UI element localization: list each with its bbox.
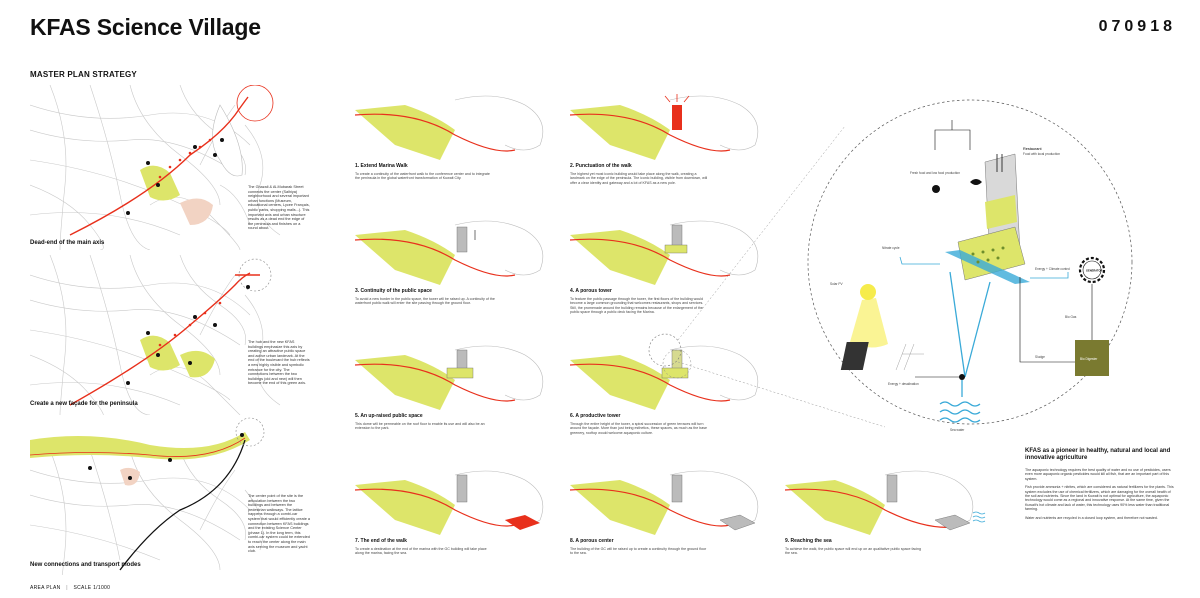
generator-icon: [1078, 256, 1106, 284]
diagram-3-text: To avoid a new border in the public spac…: [355, 297, 495, 306]
diagram-5-graphic: [354, 345, 544, 410]
diagram-3: 3. Continuity of the public space To avo…: [354, 215, 565, 335]
project-code: 070918: [1098, 18, 1176, 35]
junction-node: [959, 374, 965, 380]
diagram-2-graphic: [569, 94, 759, 160]
plan-3-caption: New connections and transport modes: [30, 562, 141, 568]
sea-water-label: Sea water: [950, 428, 965, 432]
restaurant-sub-label: Food with local production: [1023, 152, 1060, 156]
diagram-1-title: 1. Extend Marina Walk: [355, 163, 408, 169]
agriculture-block: KFAS as a pioneer in healthy, natural an…: [1025, 448, 1180, 520]
diagram-2: 2. Punctuation of the walk The highest y…: [569, 90, 780, 210]
diagram-6-title: 6. A productive tower: [570, 413, 621, 419]
footer-left: AREA PLAN: [30, 585, 61, 591]
plan-1-map: [29, 84, 281, 251]
sludge-label: Sludge: [1035, 355, 1045, 359]
plan-3: The center point of the site is the arti…: [29, 410, 330, 584]
diagram-4-graphic: [569, 220, 759, 285]
fresh-food-label: Fresh food and low food production: [910, 171, 960, 175]
diagram-3-title: 3. Continuity of the public space: [355, 288, 432, 294]
diagram-1: 1. Extend Marina Walk To create a contin…: [354, 90, 565, 210]
page-title: KFAS Science Village: [30, 14, 261, 40]
diagram-7-graphic: [354, 470, 544, 535]
diagram-8: 8. A porous center The building of the G…: [569, 465, 780, 570]
restaurant-label: Restaurant: [1023, 147, 1043, 151]
section-label: MASTER PLAN STRATEGY: [30, 70, 137, 79]
agriculture-p2: Fish provide ammonia + nitrites, which a…: [1025, 485, 1174, 512]
solar-label: Solar PV: [830, 282, 843, 286]
plan-2-caption: Create a new façade for the peninsula: [30, 401, 138, 407]
diagram-9: 9. Reaching the sea To achieve the walk,…: [784, 465, 995, 570]
aquaponic-cycle-diagram: Restaurant Food with local production Fr…: [648, 99, 1133, 432]
vegetable-icon: [932, 185, 940, 193]
diagram-5: 5. An up-raised public space This dome w…: [354, 340, 565, 460]
energy-climate-label: Energy + Climate control: [1035, 267, 1070, 271]
diagram-4: 4. A porous tower To feature the public …: [569, 215, 780, 335]
diagram-7-text: To create a destination at the end of th…: [355, 547, 487, 556]
plan-1-note: The Ghazali & Al-Mubarak Street connects…: [248, 185, 310, 231]
footer-right: SCALE 1/1000: [73, 585, 111, 591]
footer: AREA PLAN | SCALE 1/1000: [30, 585, 111, 591]
diagram-grid: 1. Extend Marina Walk To create a contin…: [354, 90, 815, 570]
bio-digester-box: [1075, 340, 1109, 376]
plan-1: The Ghazali & Al-Mubarak Street connects…: [29, 84, 330, 251]
generator-label: GENERATOR: [1086, 269, 1102, 273]
plan-3-map: [29, 417, 265, 584]
diagram-4-text: To feature the public passage through th…: [570, 297, 704, 314]
plan-2-note: The hub and the new KFAS buildings empha…: [248, 340, 310, 386]
diagram-3-graphic: [354, 220, 544, 285]
plan-3-note: The center point of the site is the arti…: [248, 494, 310, 554]
diagram-9-graphic: [784, 470, 986, 535]
energy-desal-label: Energy + desalination: [888, 382, 919, 386]
diagram-7-title: 7. The end of the walk: [355, 538, 407, 544]
diagram-9-title: 9. Reaching the sea: [785, 538, 832, 544]
diagram-8-text: The building of the GC will be raised up…: [570, 547, 707, 556]
diagram-4-title: 4. A porous tower: [570, 288, 612, 294]
agriculture-p1: The aquaponic technology requires the be…: [1025, 468, 1171, 481]
diagram-1-text: To create a continuity of the waterfront…: [355, 172, 490, 181]
solar-panel-icon: [840, 342, 869, 370]
diagram-8-graphic: [569, 470, 759, 535]
plan-2-map: [29, 254, 281, 417]
diagram-8-title: 8. A porous center: [570, 538, 614, 544]
diagram-9-text: To achieve the walk, the public space wi…: [785, 547, 922, 556]
diagram-2-title: 2. Punctuation of the walk: [570, 163, 632, 169]
zoom-source-circle: [648, 333, 682, 367]
diagram-2-text: The highest yet most iconic building wou…: [570, 172, 708, 185]
plan-2: The hub and the new KFAS buildings empha…: [29, 254, 330, 417]
diagram-1-graphic: [354, 95, 544, 160]
cutlery-icon: [996, 154, 1003, 172]
diagram-5-title: 5. An up-raised public space: [355, 413, 423, 419]
nitrate-label: Nitrate cycle: [882, 246, 900, 250]
sun-icon: [860, 284, 876, 300]
diagram-7: 7. The end of the walk To create a desti…: [354, 465, 565, 570]
biogas-label: Bio Gas: [1065, 315, 1077, 319]
agriculture-p3: Water and nutrients are recycled in a cl…: [1025, 515, 1158, 520]
agriculture-title: KFAS as a pioneer in healthy, natural an…: [1025, 448, 1171, 461]
plan-1-caption: Dead-end of the main axis: [30, 240, 105, 246]
diagram-6-text: Through the entire height of the tower, …: [570, 422, 708, 435]
diagram-5-text: This dome will be permeable on the roof …: [355, 422, 485, 431]
bio-digester-label: Bio Digester: [1080, 357, 1098, 361]
zoom-circle: [807, 99, 1133, 425]
sea-waves-icon: [939, 401, 981, 423]
tomato-icon: [970, 179, 982, 185]
